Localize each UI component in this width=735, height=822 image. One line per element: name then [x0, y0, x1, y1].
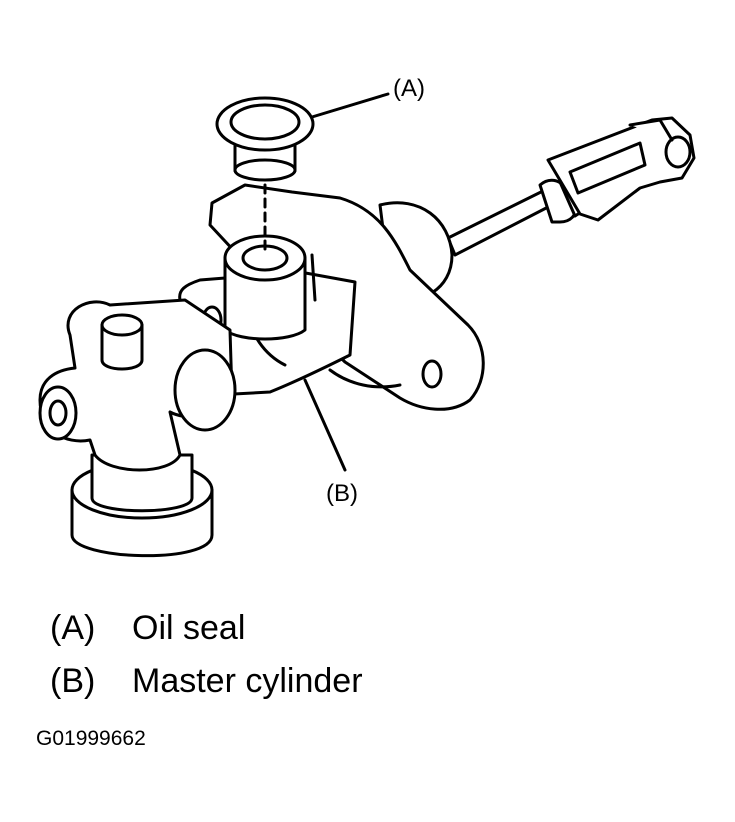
- oil-seal: [215, 96, 315, 182]
- legend-label: Master cylinder: [132, 662, 363, 700]
- callout-a-leader: [310, 92, 390, 119]
- legend-item: (B) Master cylinder: [50, 664, 363, 698]
- reservoir-port: [223, 234, 307, 341]
- figure-id: G01999662: [36, 727, 146, 750]
- legend-label: Oil seal: [132, 609, 246, 647]
- master-cylinder-diagram: [38, 92, 696, 558]
- callout-label-a: (A): [393, 75, 425, 102]
- legend-key: (A): [50, 609, 96, 647]
- legend-item: (A) Oil seal: [50, 611, 245, 645]
- callout-b-leader: [303, 378, 347, 472]
- clevis: [546, 116, 696, 222]
- outlet-nut: [70, 453, 214, 558]
- callout-label-b: (B): [326, 480, 358, 507]
- outlet-pipe: [38, 298, 237, 472]
- legend-key: (B): [50, 662, 96, 700]
